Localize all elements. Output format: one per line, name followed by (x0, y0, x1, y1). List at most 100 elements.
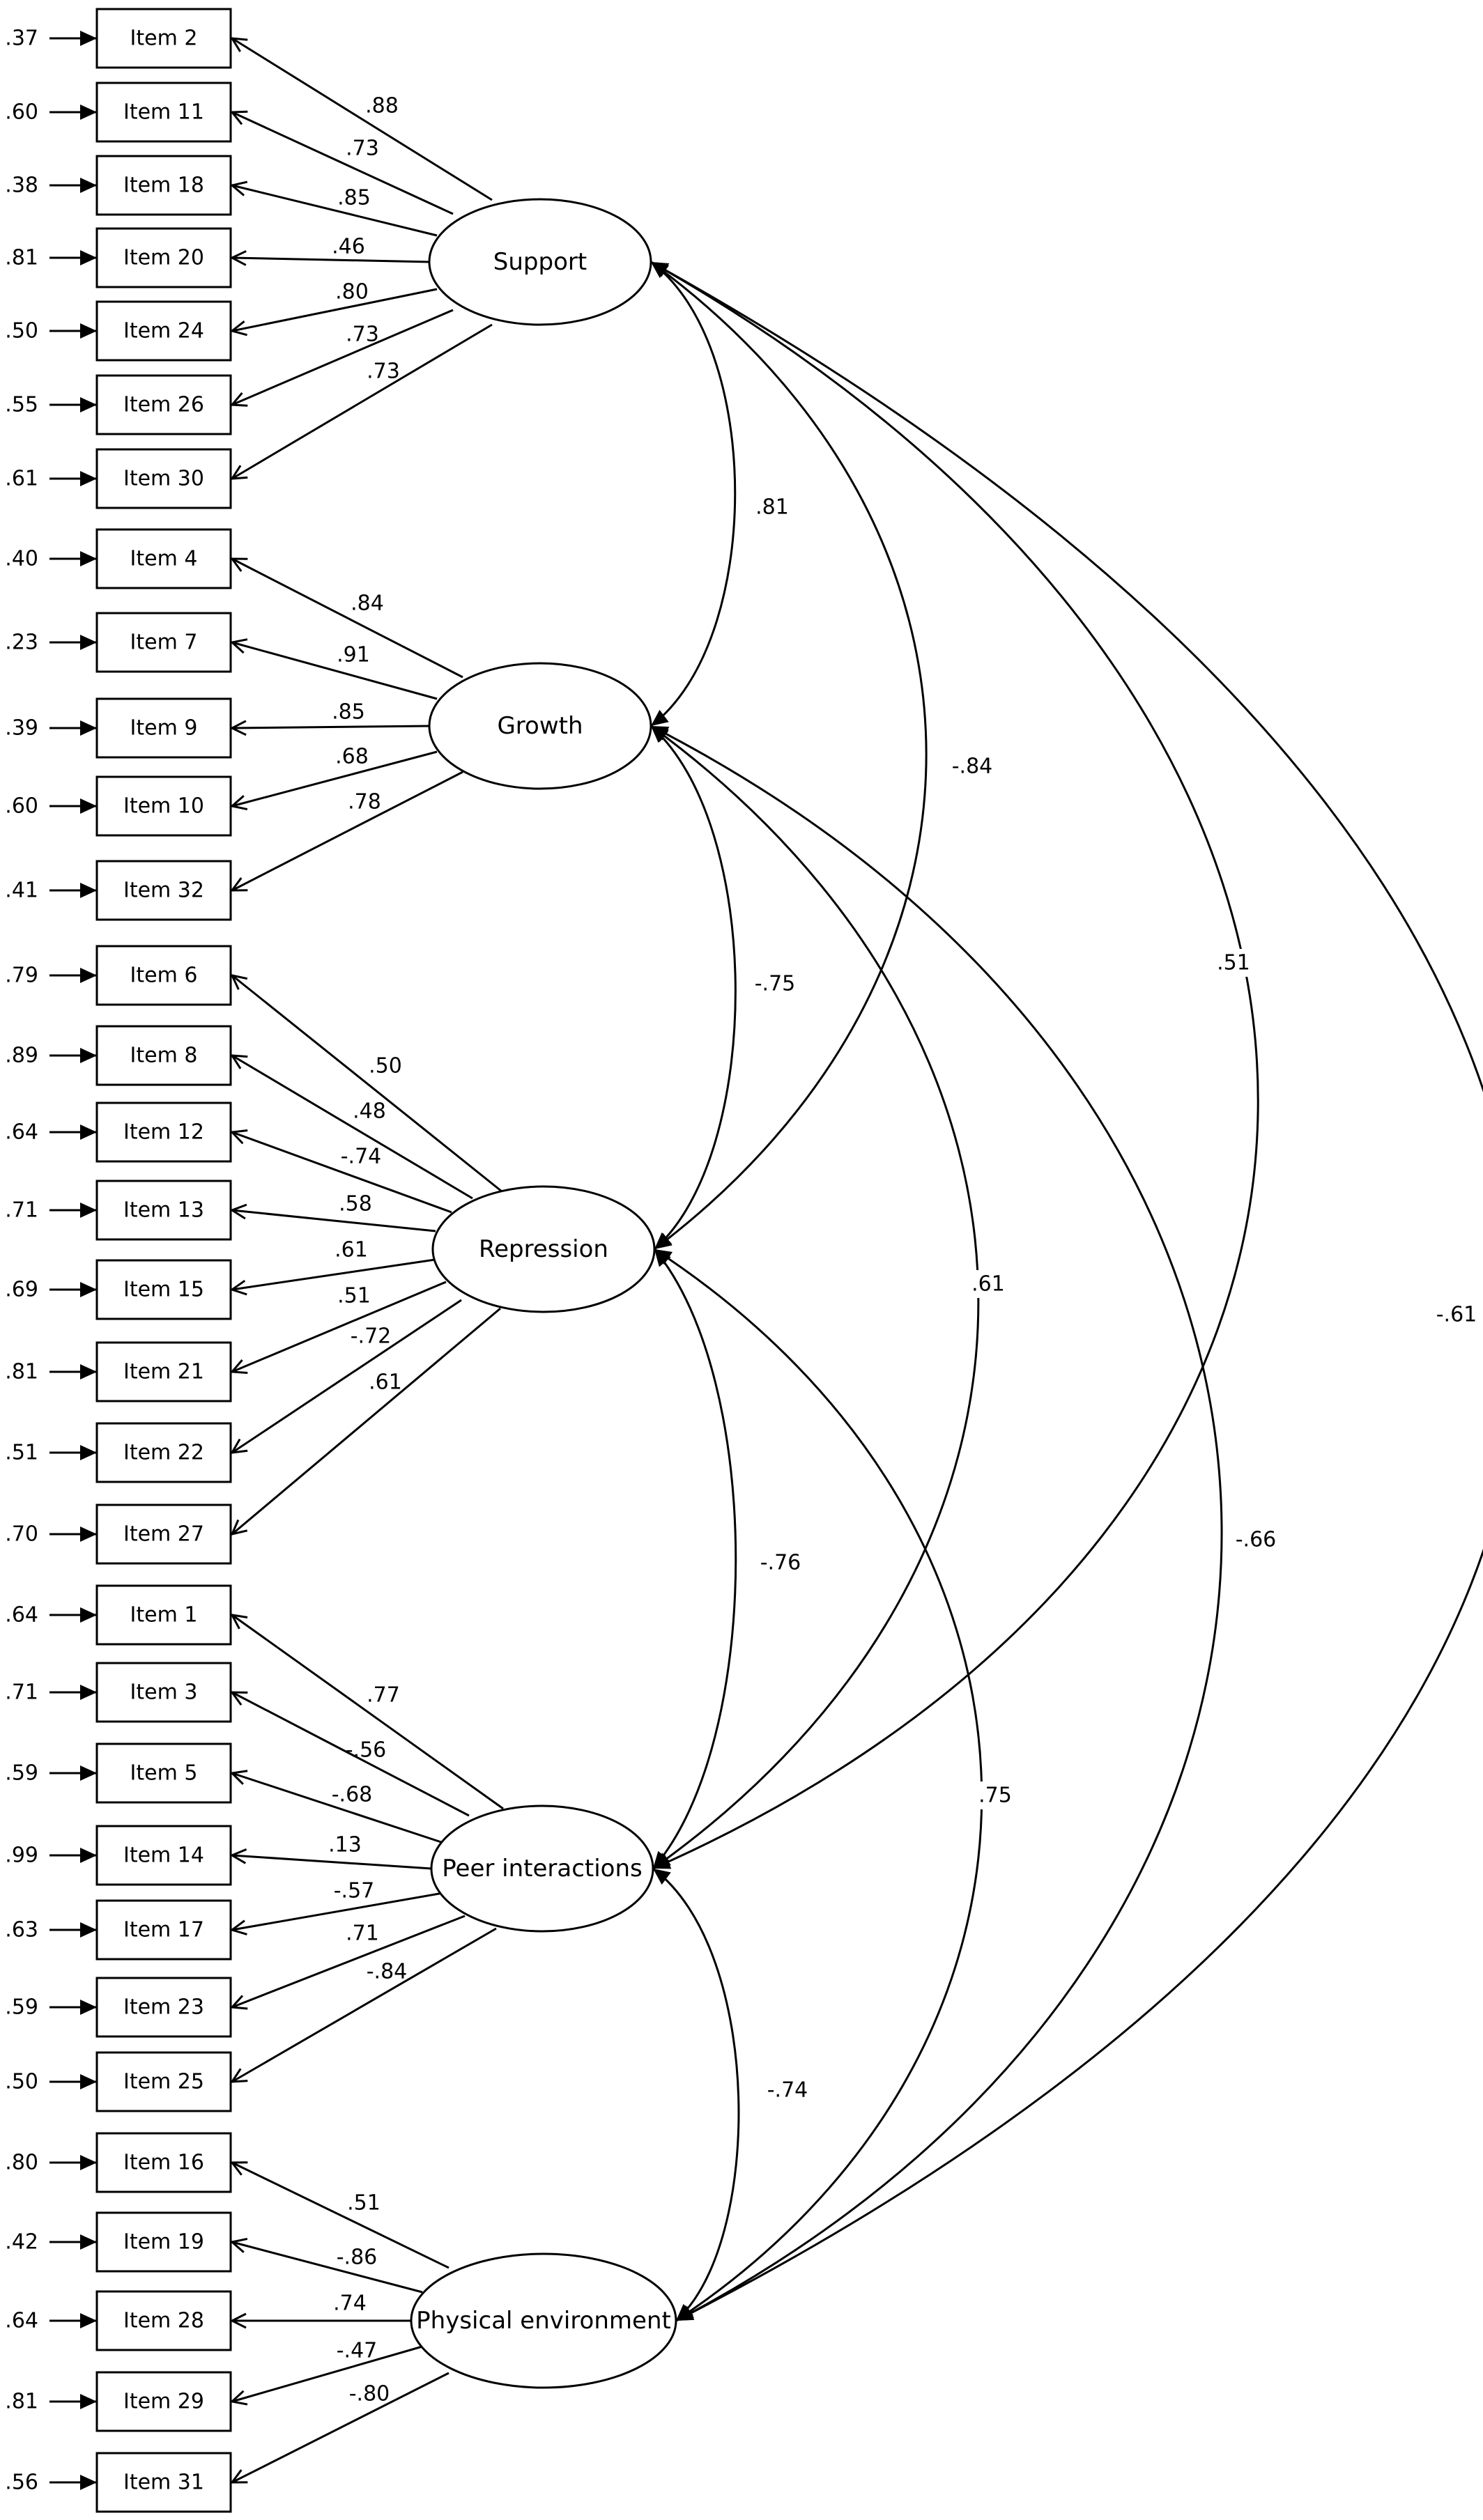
item-box-item-30 (95, 448, 232, 509)
item-label-item-4: Item 4 (130, 547, 198, 571)
correlation-label-peer-physical: -.74 (767, 2078, 808, 2103)
correlation-curve-repression-peer (652, 1249, 737, 1869)
correlation-curve-growth-peer (650, 725, 980, 1870)
item-label-item-11: Item 11 (123, 100, 204, 125)
loading-path-item-19 (232, 2242, 423, 2294)
item-label-item-24: Item 24 (123, 319, 204, 343)
item-box-item-28 (95, 2290, 232, 2351)
error-variance-item-30: .61 (5, 467, 38, 491)
item-label-item-13: Item 13 (123, 1198, 204, 1223)
error-variance-item-18: .38 (5, 173, 38, 198)
item-box-item-11 (95, 82, 232, 143)
loading-path-item-22 (232, 1299, 462, 1453)
loading-label-item-30: .73 (367, 360, 400, 384)
loading-label-item-11: .73 (346, 137, 379, 161)
item-box-item-5 (95, 1742, 232, 1804)
factor-ellipse-repression (431, 1185, 656, 1313)
item-box-item-25 (95, 2051, 232, 2112)
correlation-curve-peer-physical (652, 1867, 740, 2322)
correlation-label-bg-support-physical (1434, 1301, 1479, 1329)
loading-label-item-24: .80 (335, 280, 369, 304)
item-label-item-28: Item 28 (123, 2309, 204, 2333)
item-label-item-3: Item 3 (130, 1680, 198, 1705)
correlation-curve-support-peer (650, 261, 1259, 1870)
item-label-item-27: Item 27 (123, 1522, 204, 1547)
labels-layer: .37.88.60.73.38.85.81.46.50.80.55.73.61.… (5, 26, 1479, 2495)
loading-path-item-14 (232, 1855, 432, 1870)
item-box-item-8 (95, 1025, 232, 1086)
item-box-item-3 (95, 1662, 232, 1723)
loading-label-item-15: .61 (335, 1238, 368, 1262)
loading-label-item-7: .91 (337, 643, 370, 667)
error-variance-item-31: .56 (5, 2471, 38, 2495)
loading-label-item-26: .73 (346, 323, 379, 347)
loading-path-item-7 (232, 642, 438, 700)
item-label-item-20: Item 20 (123, 246, 204, 270)
loading-label-item-22: -.72 (351, 1324, 392, 1349)
error-variance-item-9: .39 (5, 716, 38, 741)
item-box-item-21 (95, 1341, 232, 1402)
error-variance-item-29: .81 (5, 2390, 38, 2414)
item-label-item-6: Item 6 (130, 964, 198, 988)
loading-label-item-25: -.84 (367, 1960, 408, 1984)
correlation-curve-support-repression (650, 261, 928, 1251)
error-variance-item-12: .64 (5, 1120, 38, 1145)
item-label-item-18: Item 18 (123, 173, 204, 198)
error-variance-item-13: .71 (5, 1198, 38, 1223)
item-box-item-27 (95, 1504, 232, 1565)
correlation-label-growth-peer: .61 (971, 1272, 1005, 1297)
correlation-label-repression-peer: -.76 (760, 1551, 801, 1575)
loading-path-item-26 (232, 309, 454, 405)
item-box-item-13 (95, 1180, 232, 1241)
item-label-item-32: Item 32 (123, 879, 204, 903)
loading-label-item-2: .88 (365, 94, 399, 118)
loading-path-item-17 (232, 1892, 444, 1930)
loading-label-item-18: .85 (337, 186, 371, 210)
item-box-item-10 (95, 775, 232, 837)
error-variance-item-23: .59 (5, 1995, 38, 2020)
loading-label-item-19: -.86 (337, 2245, 378, 2270)
error-variance-item-19: .42 (5, 2230, 38, 2255)
loading-path-item-29 (232, 2345, 423, 2402)
loading-label-item-23: .71 (346, 1922, 379, 1946)
loading-path-item-2 (232, 38, 493, 201)
correlation-label-support-peer: .51 (1217, 951, 1250, 975)
item-box-item-22 (95, 1422, 232, 1483)
item-label-item-29: Item 29 (123, 2390, 204, 2414)
error-variance-item-20: .81 (5, 246, 38, 270)
item-label-item-16: Item 16 (123, 2151, 204, 2175)
item-label-item-22: Item 22 (123, 1441, 204, 1465)
error-variance-item-3: .71 (5, 1680, 38, 1705)
loading-path-item-6 (232, 975, 502, 1193)
item-label-item-9: Item 9 (130, 716, 198, 741)
item-box-item-15 (95, 1259, 232, 1320)
correlation-label-bg-support-growth (750, 493, 794, 521)
error-variance-item-1: .64 (5, 1603, 38, 1628)
loading-label-item-9: .85 (332, 700, 365, 725)
error-variance-item-17: .63 (5, 1918, 38, 1942)
loading-label-item-21: .51 (337, 1284, 371, 1308)
error-variance-item-26: .55 (5, 393, 38, 417)
item-box-item-20 (95, 227, 232, 288)
loading-path-item-5 (232, 1773, 442, 1843)
loading-label-item-1: .77 (367, 1683, 400, 1708)
loading-path-item-24 (232, 288, 438, 331)
correlation-label-bg-support-peer (1211, 949, 1256, 977)
loading-label-item-32: .78 (348, 790, 381, 814)
loading-path-item-3 (232, 1692, 470, 1817)
error-variance-item-10: .60 (5, 794, 38, 819)
loading-path-item-15 (232, 1258, 436, 1290)
item-box-item-1 (95, 1584, 232, 1646)
item-label-item-5: Item 5 (130, 1761, 198, 1786)
loading-label-item-6: .50 (369, 1054, 402, 1079)
item-box-item-23 (95, 1977, 232, 2038)
loading-path-item-25 (232, 1927, 497, 2082)
item-box-item-14 (95, 1825, 232, 1886)
error-variance-item-22: .51 (5, 1441, 38, 1465)
loading-label-item-20: .46 (332, 235, 365, 259)
item-box-item-9 (95, 697, 232, 759)
correlation-curve-repression-physical (654, 1248, 983, 2322)
loading-path-item-9 (232, 726, 431, 728)
item-label-item-26: Item 26 (123, 393, 204, 417)
